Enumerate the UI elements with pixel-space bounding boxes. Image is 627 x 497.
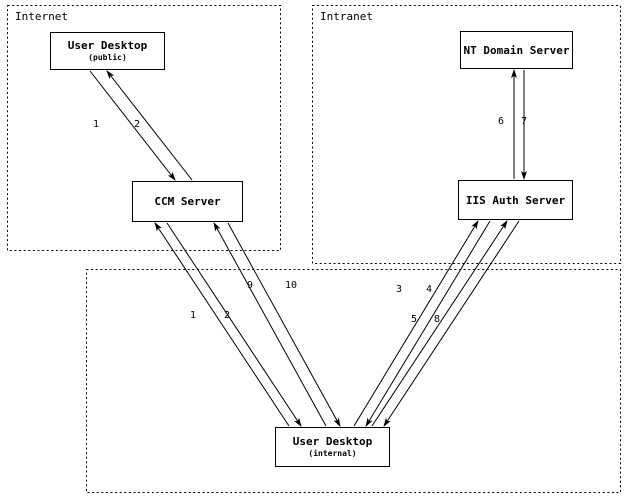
edge-label-label-7: 7 (521, 116, 528, 127)
node-ccm-server: CCM Server (132, 181, 243, 222)
node-subtitle-user-desktop-public: (public) (88, 53, 127, 62)
node-title-user-desktop-public: User Desktop (67, 39, 148, 52)
node-user-desktop-public: User Desktop(public) (50, 32, 165, 70)
zone-boundary-internet (7, 5, 281, 251)
edge-10-ccm-to-internal (227, 222, 341, 427)
edge-label-label-8: 8 (434, 314, 441, 325)
edge-9-internal-to-ccm (213, 222, 327, 427)
zone-boundary-intranet (312, 5, 621, 264)
edge-label-label-1-top: 1 (93, 119, 100, 130)
edge-3-internal-to-iis (353, 220, 479, 427)
node-title-ccm-server: CCM Server (154, 195, 221, 208)
edge-label-label-9: 9 (247, 280, 254, 291)
edge-label-label-6: 6 (498, 116, 505, 127)
node-user-desktop-internal: User Desktop(internal) (275, 427, 390, 467)
edge-1-public-to-ccm (89, 70, 176, 181)
node-subtitle-user-desktop-internal: (internal) (308, 449, 357, 458)
node-title-nt-domain-server: NT Domain Server (463, 43, 570, 57)
node-nt-domain-server: NT Domain Server (460, 31, 573, 69)
edge-label-label-1-bot: 1 (190, 310, 197, 321)
node-iis-auth-server: IIS Auth Server (458, 180, 573, 220)
edge-1-internal-to-ccm (154, 222, 290, 427)
node-title-iis-auth-server: IIS Auth Server (465, 193, 566, 207)
zone-boundary-internal (86, 269, 621, 493)
edge-label-label-3: 3 (396, 284, 403, 295)
zone-label-internet: Internet (15, 10, 68, 23)
edge-label-label-5: 5 (411, 314, 418, 325)
zone-boundaries (7, 5, 621, 493)
node-title-user-desktop-internal: User Desktop (292, 435, 373, 448)
edge-2-ccm-to-public (106, 70, 193, 181)
edge-label-label-4: 4 (426, 284, 433, 295)
edge-4-iis-to-internal (365, 220, 491, 427)
edge-label-label-10: 10 (285, 280, 298, 291)
edge-label-label-2-top: 2 (134, 119, 141, 130)
flow-arrows (89, 69, 527, 427)
zone-label-intranet: Intranet (320, 10, 373, 23)
edge-2-ccm-to-internal (166, 222, 302, 427)
edge-8-iis-to-internal (383, 220, 520, 427)
edge-5-internal-to-iis (371, 220, 508, 427)
edge-label-label-2-bot: 2 (224, 310, 231, 321)
